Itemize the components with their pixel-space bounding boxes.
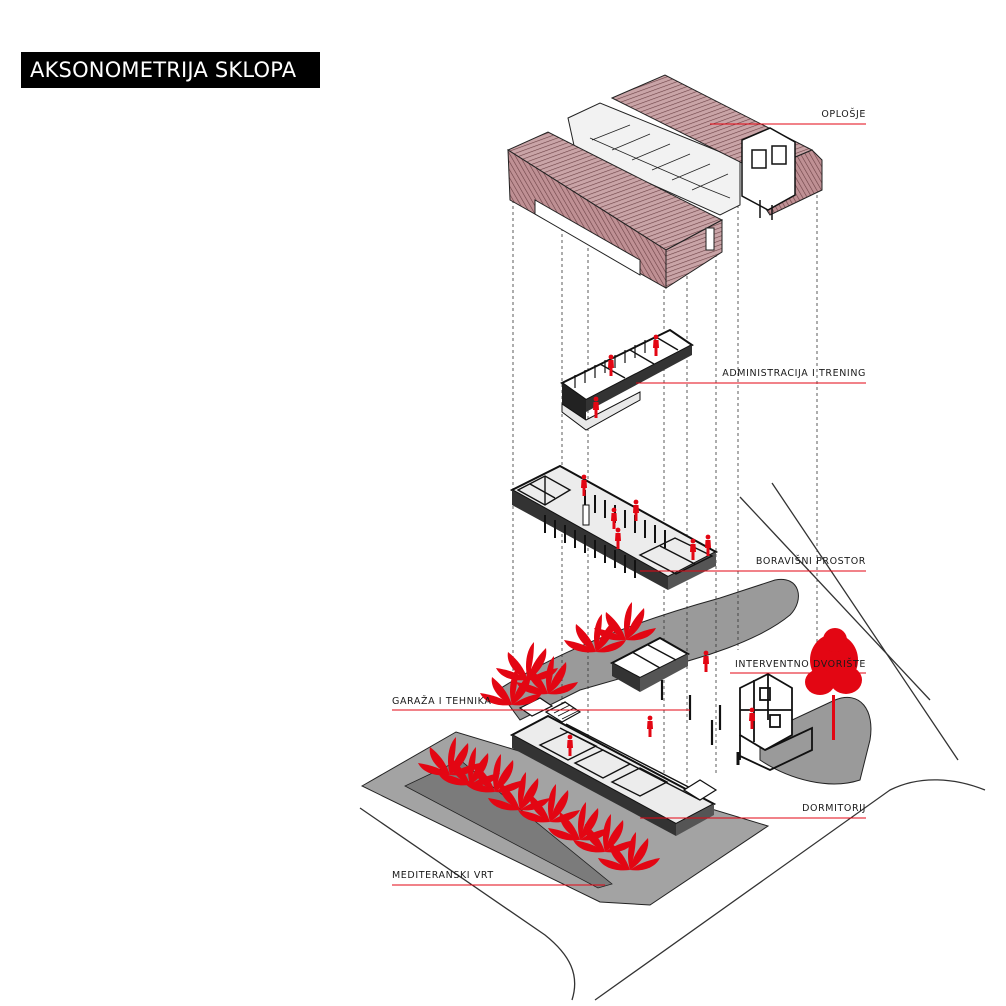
label-dormitorij: DORMITORIJ	[802, 803, 866, 814]
label-administracija: ADMINISTRACIJA I TRENING	[722, 368, 866, 379]
level-living-space	[509, 464, 719, 590]
page-title: AKSONOMETRIJA SKLOPA	[21, 52, 320, 88]
label-vrt: MEDITERANSKI VRT	[392, 870, 494, 881]
level-administration	[560, 328, 694, 431]
label-boravisni: BORAVIŠNI PROSTOR	[755, 556, 866, 567]
label-interventno: INTERVENTNO DVORIŠTE	[734, 659, 866, 670]
level-ground-floor	[509, 636, 722, 836]
label-oplosje: OPLOŠJE	[821, 109, 866, 120]
training-tower	[736, 672, 813, 771]
street-lines	[359, 482, 986, 1001]
label-garaza: GARAŽA I TEHNIKA	[392, 696, 492, 707]
roof-assembly	[506, 74, 823, 289]
label-leaders	[392, 123, 866, 886]
